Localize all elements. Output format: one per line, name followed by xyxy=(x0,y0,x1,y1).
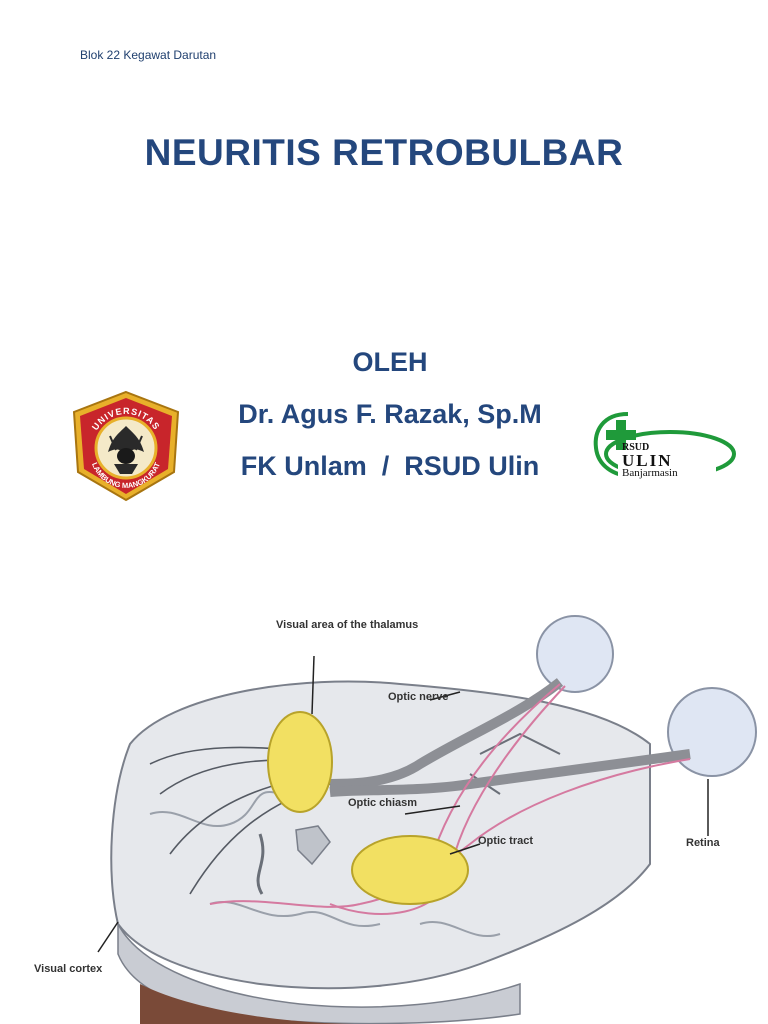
svg-text:RSUD: RSUD xyxy=(622,442,649,453)
course-label: Blok 22 Kegawat Darutan xyxy=(80,48,217,62)
author-block: OLEH Dr. Agus F. Razak, Sp.M FK Unlam / … xyxy=(190,336,590,492)
label-optic-nerve: Optic nerve xyxy=(388,691,449,703)
author-by: OLEH xyxy=(352,347,428,377)
label-visual-cortex: Visual cortex xyxy=(34,963,103,975)
visual-pathway-figure: Visual area of the thalamus Optic nerve … xyxy=(0,574,768,1024)
label-optic-chiasm: Optic chiasm xyxy=(348,797,417,809)
hospital-logo: RSUD ULIN Banjarmasin xyxy=(593,412,736,482)
author-name: Dr. Agus F. Razak, Sp.M xyxy=(238,399,542,429)
label-thalamus: Visual area of the thalamus xyxy=(276,619,418,631)
label-optic-tract: Optic tract xyxy=(478,835,533,847)
author-affiliation: FK Unlam / RSUD Ulin xyxy=(240,451,540,481)
university-logo: UNIVERSITAS LAMBUNG MANGKURAT xyxy=(72,390,180,502)
svg-text:ULIN: ULIN xyxy=(622,451,673,470)
svg-text:Banjarmasin: Banjarmasin xyxy=(622,467,678,479)
page-title: NEURITIS RETROBULBAR xyxy=(144,132,624,173)
label-retina: Retina xyxy=(686,837,721,849)
